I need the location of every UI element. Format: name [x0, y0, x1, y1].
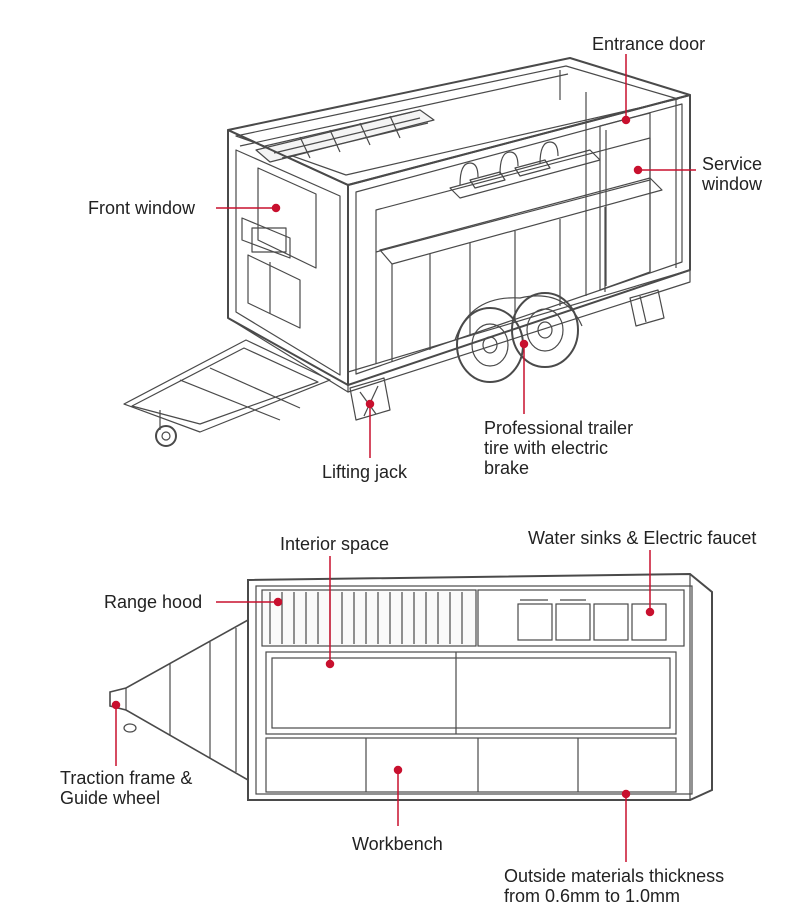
- label-entrance-door: Entrance door: [592, 34, 706, 54]
- label-trailer-tire-line3: brake: [484, 458, 530, 478]
- plan-sinks: [477, 589, 685, 647]
- label-trailer-tire-line2: tire with electric: [484, 438, 609, 458]
- label-trailer-tire-line1: Professional trailer: [484, 418, 634, 438]
- rear-jack: [629, 289, 665, 327]
- label-front-window: Front window: [88, 198, 196, 218]
- plan-body: [247, 572, 713, 801]
- label-trailer-tire: Professional trailer tire with electric …: [484, 418, 633, 478]
- label-range-hood: Range hood: [104, 592, 203, 612]
- plan-tow-frame: [109, 618, 249, 782]
- plan-workbench: [265, 737, 677, 793]
- label-interior-space: Interior space: [280, 534, 390, 554]
- roof-range-hood: [255, 109, 435, 163]
- label-workbench: Workbench: [352, 834, 443, 854]
- label-service-window: Service window: [702, 154, 762, 194]
- label-outside-materials-line2: from 0.6mm to 1.0mm: [504, 886, 681, 906]
- side-wall: [347, 70, 691, 386]
- label-service-window-line1: Service: [702, 154, 763, 174]
- tow-frame: [123, 339, 331, 447]
- label-lifting-jack: Lifting jack: [322, 462, 408, 482]
- label-water-sinks: Water sinks & Electric faucet: [528, 528, 757, 548]
- plan-range-hood: [261, 589, 477, 647]
- label-traction-frame: Traction frame & Guide wheel: [60, 768, 192, 808]
- label-service-window-line2: window: [702, 174, 763, 194]
- label-traction-frame-line2: Guide wheel: [60, 788, 161, 808]
- plan-interior: [265, 651, 677, 735]
- label-outside-materials-line1: Outside materials thickness: [504, 866, 725, 886]
- label-outside-materials: Outside materials thickness from 0.6mm t…: [504, 866, 724, 906]
- label-traction-frame-line1: Traction frame &: [60, 768, 193, 788]
